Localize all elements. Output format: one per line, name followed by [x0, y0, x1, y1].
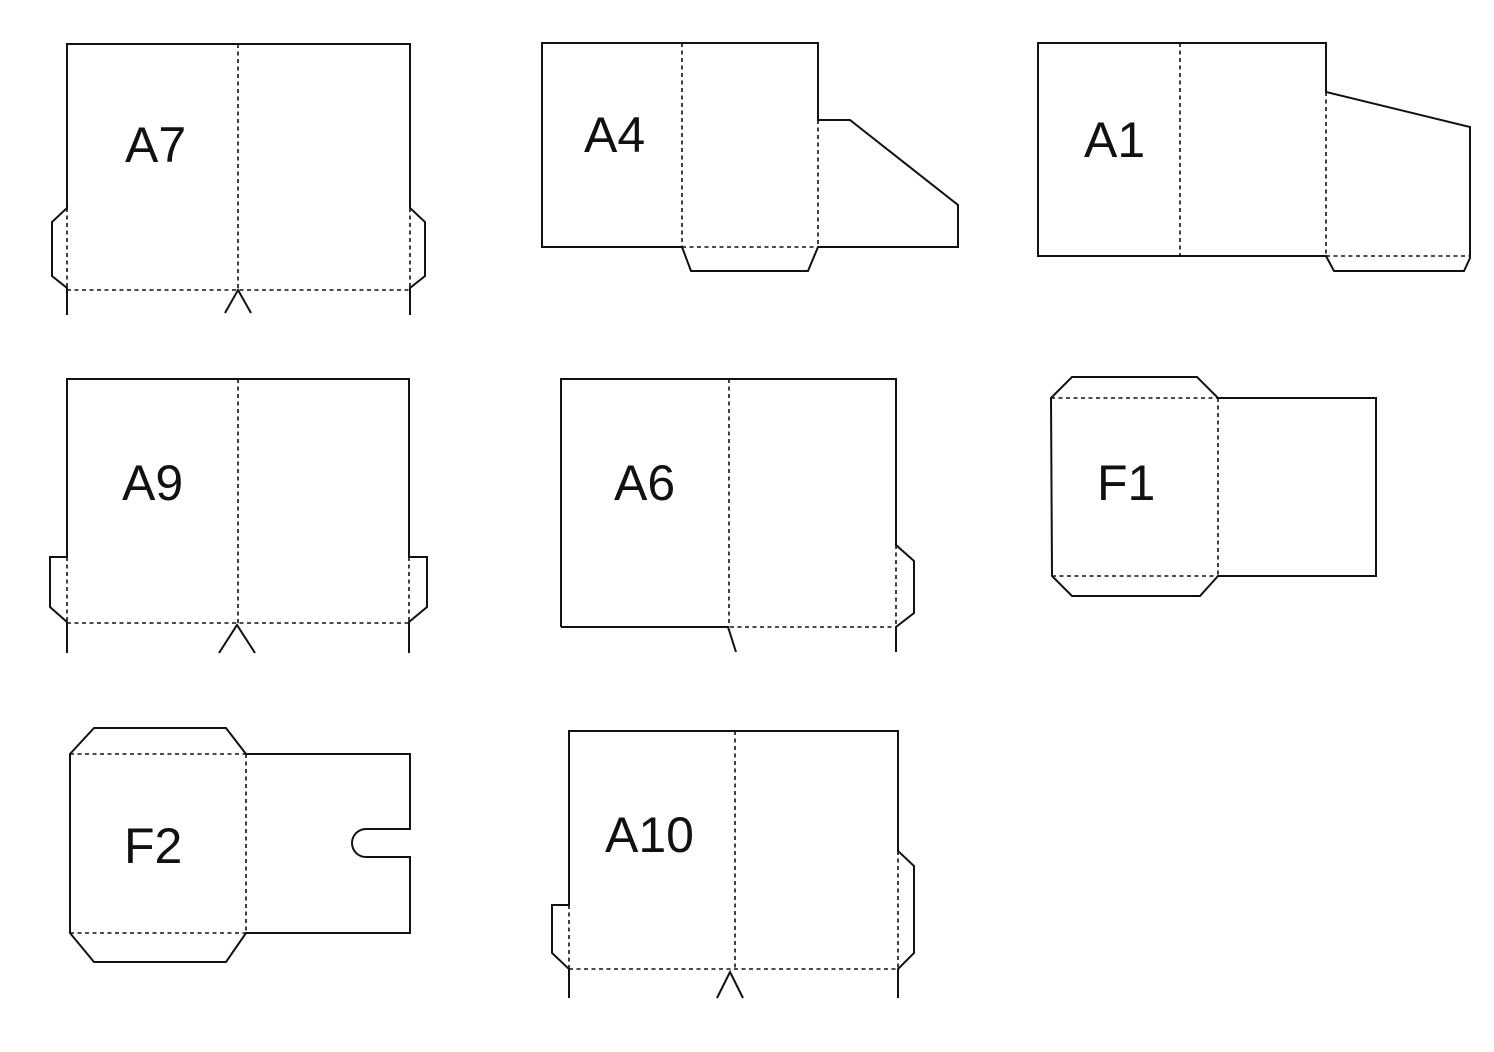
f1-label: F1: [1097, 455, 1155, 511]
a9-fold-lines: [66, 379, 410, 624]
a10-label: A10: [605, 807, 694, 863]
template-f1: F1: [1049, 376, 1377, 597]
f1-fold-lines: [1051, 397, 1219, 577]
template-a9: A9: [49, 378, 428, 654]
template-a1: A1: [1037, 42, 1471, 272]
template-a6: A6: [560, 378, 915, 653]
template-a4: A4: [541, 42, 959, 272]
f1-cut-outline: [1049, 376, 1377, 597]
a7-slit: [224, 287, 252, 314]
a6-fold-lines: [728, 379, 897, 628]
a10-slit: [716, 969, 744, 999]
a6-bottom-cut: [561, 626, 737, 653]
a9-slit: [218, 623, 256, 654]
a4-cut-outline: [541, 42, 959, 272]
template-a7: A7: [51, 43, 426, 315]
f2-label: F2: [124, 818, 182, 874]
template-f2: F2: [69, 727, 411, 963]
f2-cut-outline: [69, 727, 411, 963]
a7-label: A7: [125, 117, 186, 173]
a9-label: A9: [122, 455, 183, 511]
template-a10: A10: [551, 730, 915, 999]
a1-label: A1: [1084, 112, 1145, 168]
a7-fold-lines: [66, 44, 411, 291]
a4-fold-lines: [681, 43, 819, 248]
a10-cut-outline: [551, 730, 915, 998]
a6-cut-outline: [560, 378, 915, 652]
a1-cut-outline: [1037, 42, 1471, 272]
a6-label: A6: [614, 455, 675, 511]
a1-fold-lines: [1179, 43, 1470, 257]
a4-label: A4: [584, 107, 645, 163]
